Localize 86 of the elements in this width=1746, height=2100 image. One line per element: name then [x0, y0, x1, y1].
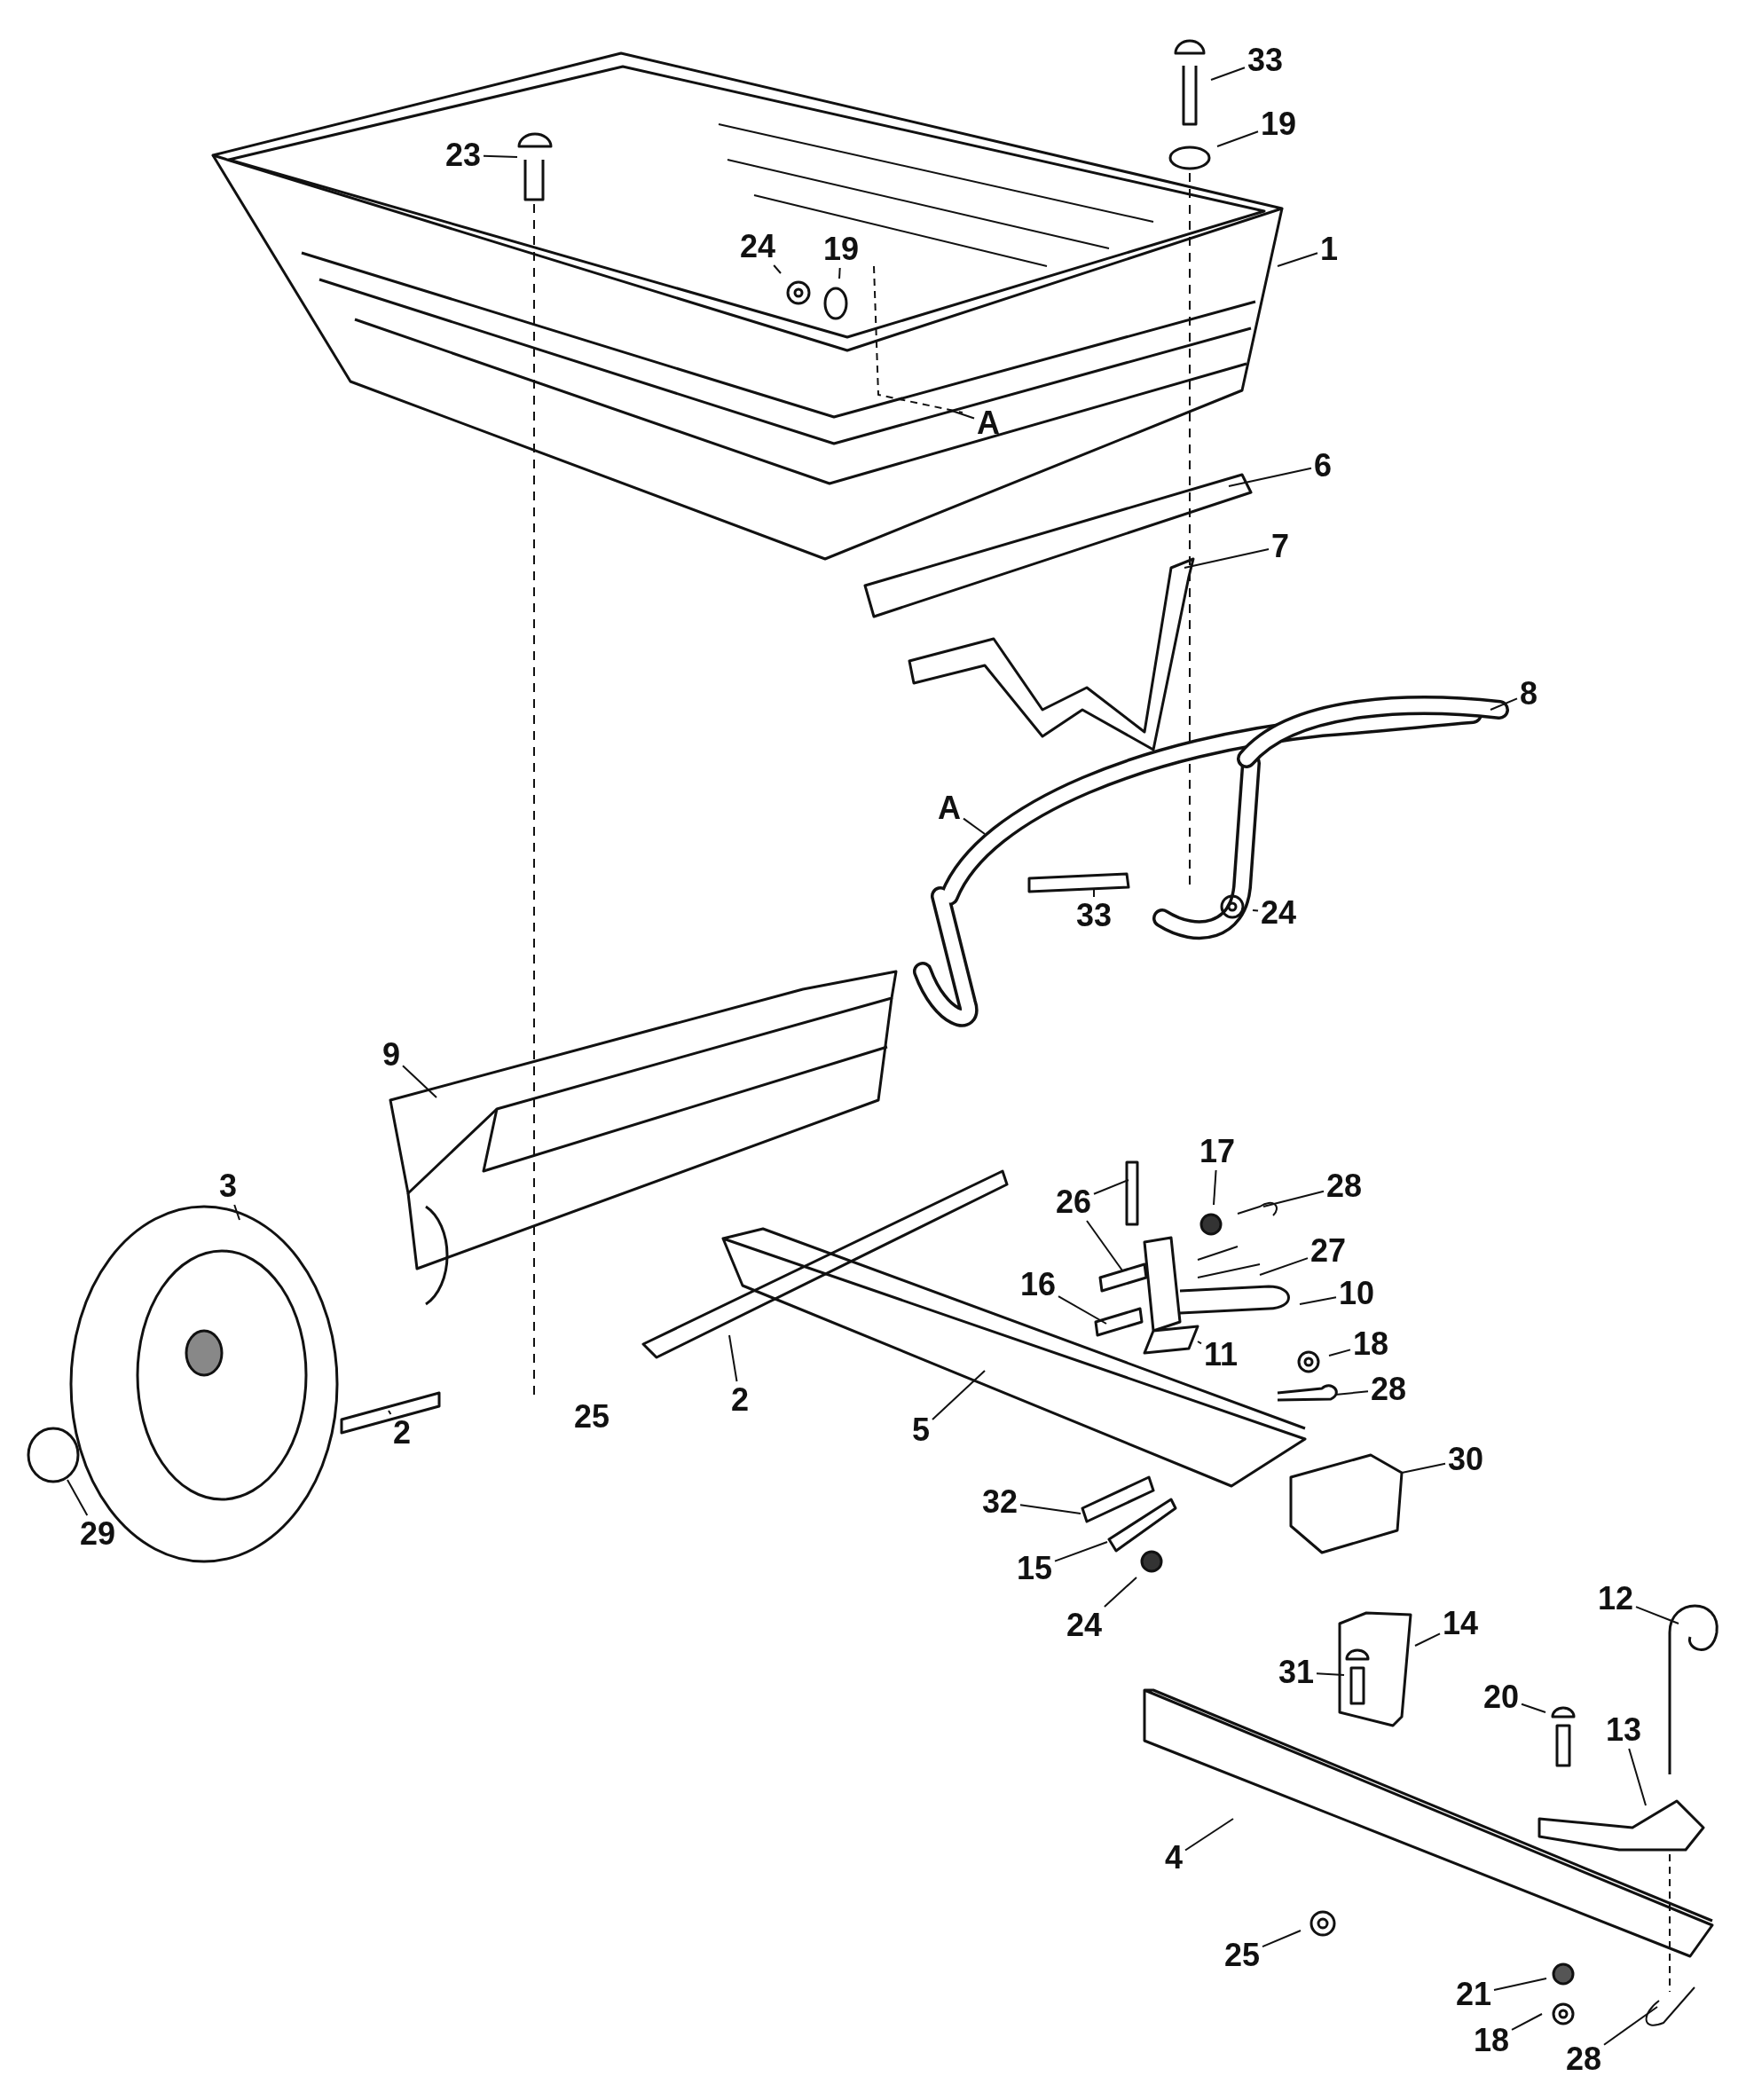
leader-line [773, 264, 782, 274]
leader-line [1521, 1703, 1546, 1713]
leader-line [1328, 1349, 1351, 1357]
leader-line [1414, 1632, 1441, 1647]
leader-line [1262, 1190, 1325, 1207]
leader-line [1334, 1390, 1369, 1396]
callout-number: 21 [1456, 1977, 1492, 2012]
callout-number: A [977, 405, 1000, 441]
leader-line [1401, 1462, 1446, 1474]
callout-number: 19 [823, 232, 860, 267]
callout-number: 7 [1271, 529, 1290, 564]
leader-line [483, 154, 518, 158]
leader-line [948, 409, 975, 420]
leader-line [728, 1334, 738, 1382]
leader-line [963, 817, 986, 835]
callout-number: 4 [1165, 1840, 1184, 1876]
callout-number: 11 [1204, 1337, 1239, 1372]
leader-line [1493, 1978, 1547, 1991]
callout-number: 2 [393, 1415, 412, 1451]
leader-line [1210, 67, 1246, 81]
callout-number: 6 [1314, 448, 1333, 484]
leader-line [1262, 1930, 1302, 1948]
callout-number: 3 [219, 1168, 238, 1204]
leader-line [1058, 1295, 1107, 1325]
callout-number: 28 [1566, 2041, 1602, 2077]
leader-line [1093, 1179, 1129, 1195]
callout-number: 14 [1443, 1606, 1479, 1641]
callout-number: 9 [382, 1037, 401, 1073]
leader-line [1197, 1341, 1202, 1345]
callout-number: 28 [1371, 1372, 1407, 1407]
callout-number: 10 [1339, 1276, 1375, 1311]
leader-line [233, 1204, 240, 1221]
callout-number: 29 [80, 1516, 116, 1552]
callout-number: 25 [1224, 1938, 1261, 1973]
callout-number: 23 [445, 138, 482, 173]
callout-number: 20 [1483, 1679, 1520, 1715]
leader-line [1490, 697, 1518, 711]
callout-number: 24 [1261, 895, 1297, 931]
leader-line [1635, 1606, 1679, 1624]
leader-line [932, 1370, 986, 1420]
callout-number: 24 [740, 229, 776, 264]
leader-line [1086, 1220, 1123, 1271]
leader-line [1019, 1504, 1081, 1514]
callout-number: 27 [1310, 1233, 1347, 1269]
leader-line [1511, 2013, 1543, 2031]
leader-line [1054, 1541, 1108, 1562]
callout-number: 18 [1474, 2023, 1510, 2058]
callout-number: 17 [1199, 1134, 1236, 1169]
leader-line [1093, 888, 1095, 898]
callout-number: 15 [1017, 1551, 1053, 1586]
callout-number: 33 [1247, 43, 1284, 78]
leader-line [1103, 1577, 1137, 1608]
callout-number: 2 [731, 1382, 750, 1418]
callout-number: 31 [1278, 1655, 1315, 1690]
callout-number: 26 [1056, 1184, 1092, 1220]
leader-line [1299, 1296, 1337, 1305]
leader-line [1252, 909, 1259, 912]
leader-line [1184, 547, 1270, 569]
callout-number: 33 [1076, 898, 1113, 933]
leader-line [388, 1410, 392, 1415]
leader-line [1216, 130, 1259, 147]
leader-line [1628, 1748, 1647, 1806]
leader-line [1316, 1672, 1345, 1676]
leader-line [1184, 1818, 1234, 1852]
callout-number: 19 [1261, 106, 1297, 142]
leader-line [838, 267, 841, 279]
callout-number: 8 [1520, 676, 1538, 712]
callout-number: 5 [912, 1412, 931, 1448]
callout-number: A [938, 790, 961, 826]
callout-number: 28 [1326, 1168, 1363, 1204]
callout-number: 13 [1606, 1712, 1642, 1748]
callout-number: 30 [1448, 1442, 1484, 1477]
callout-number: 32 [982, 1484, 1018, 1520]
leader-line [402, 1065, 437, 1098]
leader-line [1228, 467, 1312, 487]
callout-number: 18 [1353, 1326, 1389, 1362]
leader-line [1213, 1169, 1217, 1206]
callout-number: 16 [1020, 1267, 1057, 1302]
callout-number: 24 [1066, 1608, 1103, 1643]
leader-line [1603, 2006, 1658, 2046]
leader-line [1277, 252, 1318, 267]
callout-number: 25 [574, 1399, 610, 1435]
callout-number: 12 [1598, 1581, 1634, 1616]
callout-number: 1 [1320, 232, 1339, 267]
leader-line [1259, 1257, 1309, 1276]
leader-line [67, 1479, 89, 1516]
